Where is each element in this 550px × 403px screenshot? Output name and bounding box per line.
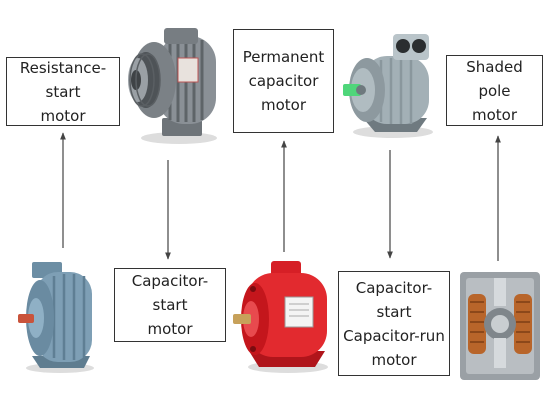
capacitor-start-capacitor-run-motor-label: Capacitor-start Capacitor-run motor	[338, 271, 450, 376]
resistance-start-motor-label: Resistance-start motor	[6, 57, 120, 126]
label-line: Permanent	[242, 48, 325, 66]
shaded-pole-motor-label: Shaded pole motor	[446, 55, 543, 126]
grey-pulley-motor-image	[124, 18, 224, 146]
label-line: motor	[147, 320, 193, 338]
grey-green-shaft-motor-image	[341, 28, 437, 140]
blue-industrial-motor-image	[18, 258, 96, 374]
label-line: Capacitor-start	[355, 278, 433, 321]
label-line: Capacitor-start	[131, 272, 209, 314]
label-line: Shaded pole	[466, 57, 523, 100]
shaded-pole-motor-image	[458, 268, 542, 384]
label-line: motor	[371, 350, 417, 369]
label-line: motor	[40, 106, 86, 125]
permanent-capacitor-motor-label: Permanent capacitor motor	[233, 29, 334, 133]
capacitor-start-motor-label: Capacitor-start motor	[114, 268, 226, 342]
label-line: motor	[471, 105, 517, 124]
label-line: Resistance-start	[19, 58, 107, 101]
label-line: motor	[260, 96, 306, 114]
label-line: Capacitor-run	[343, 326, 445, 345]
label-line: capacitor	[248, 72, 319, 90]
red-motor-image	[233, 259, 333, 373]
